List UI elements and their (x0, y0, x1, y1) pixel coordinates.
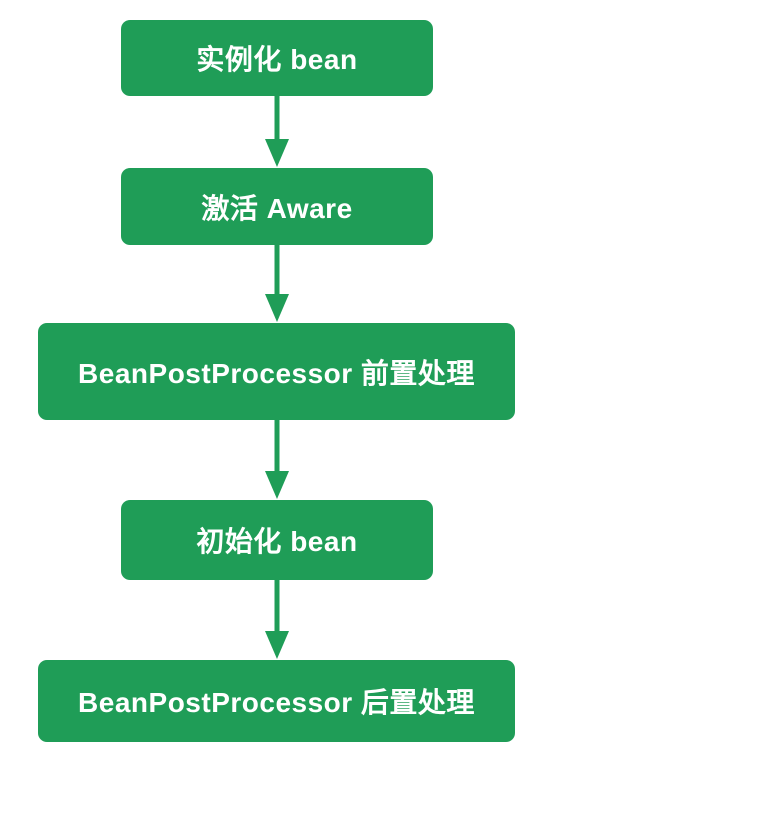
flow-node-activate-aware: 激活 Aware (121, 168, 433, 245)
flow-node-beanpostprocessor-after: BeanPostProcessor 后置处理 (38, 660, 515, 742)
arrow-shaft (274, 245, 280, 296)
flow-node-beanpostprocessor-before: BeanPostProcessor 前置处理 (38, 323, 515, 420)
flow-node-initialize-bean: 初始化 bean (121, 500, 433, 580)
node-label: 激活 Aware (201, 192, 353, 224)
node-label: BeanPostProcessor 前置处理 (78, 357, 475, 389)
arrow-down-icon (265, 96, 289, 167)
arrow-shaft (274, 580, 280, 633)
arrow-head (265, 139, 289, 167)
arrow-head (265, 294, 289, 322)
arrow-down-icon (265, 420, 289, 499)
flow-node-instantiate-bean: 实例化 bean (121, 20, 433, 96)
arrow-shaft (274, 96, 280, 141)
node-label: 初始化 bean (196, 526, 358, 557)
arrow-down-icon (265, 580, 289, 659)
node-label: BeanPostProcessor 后置处理 (78, 687, 475, 718)
arrow-head (265, 631, 289, 659)
arrow-down-icon (265, 245, 289, 322)
node-label: 实例化 bean (196, 44, 358, 75)
arrow-shaft (274, 420, 280, 473)
arrow-head (265, 471, 289, 499)
